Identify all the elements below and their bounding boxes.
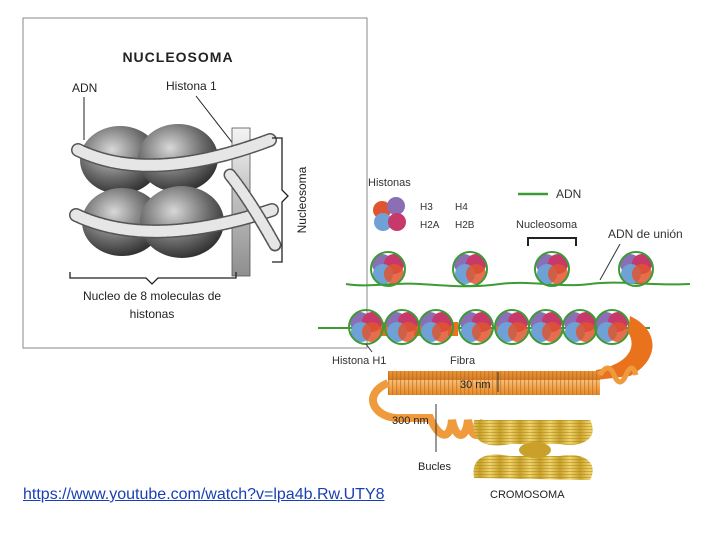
caption-line-2: histonas — [130, 307, 175, 321]
fiber-transition — [596, 316, 653, 380]
chromosome — [473, 420, 593, 480]
label-adn-left: ADN — [72, 81, 97, 95]
youtube-link[interactable]: https://www.youtube.com/watch?v=lpa4b.Rw… — [23, 486, 385, 503]
chromatin-panel: Histonas H3 H4 H2A H2B ADN Nucleosoma AD… — [318, 177, 691, 501]
nucleosome-title: NUCLEOSOMA — [122, 49, 233, 65]
nucleosome-bead-row — [370, 251, 654, 287]
label-h2a: H2A — [420, 220, 440, 231]
pointer-histona — [195, 95, 239, 151]
legend-title-histonas: Histonas — [368, 177, 411, 189]
pointer-h1 — [365, 343, 373, 353]
octamer-bracket — [69, 272, 237, 285]
nucleosome-bead — [618, 251, 654, 287]
label-nucleosoma-vertical: Nucleosoma — [295, 166, 309, 233]
h1-nucleosome-row — [348, 309, 630, 345]
nucleosome-panel: NUCLEOSOMA ADN Histona 1 Nucleosoma Nucl… — [22, 17, 368, 349]
label-bucles: Bucles — [418, 461, 452, 473]
label-adn-right: ADN — [556, 187, 581, 201]
label-h4: H4 — [455, 202, 468, 213]
nucleosome-bead — [370, 251, 406, 287]
nucleosome-bead — [534, 251, 570, 287]
nucleosome-bead — [452, 251, 488, 287]
label-histona-1: Histona 1 — [166, 79, 217, 93]
fiber-coil-end — [597, 365, 639, 385]
label-fibra: Fibra — [450, 355, 476, 367]
nucleosome-bracket — [272, 137, 289, 263]
label-h3: H3 — [420, 202, 433, 213]
label-cromosoma: CROMOSOMA — [490, 489, 565, 501]
dna-wrap — [69, 133, 282, 252]
label-nucleosoma-right: Nucleosoma — [516, 219, 578, 231]
fiber-30nm — [388, 371, 600, 395]
label-300nm: 300 nm — [392, 415, 429, 427]
label-adn-de-union: ADN de unión — [608, 227, 683, 241]
nucleosoma-bracket-right — [527, 237, 577, 246]
label-30nm: 30 nm — [460, 379, 491, 391]
histone-legend-icon — [373, 197, 406, 231]
label-histona-h1: Histona H1 — [332, 355, 386, 367]
fiber-loops — [369, 379, 488, 439]
caption-line-1: Nucleo de 8 moleculas de — [83, 289, 221, 303]
pointer-adn-union — [599, 243, 621, 281]
label-h2b: H2B — [455, 220, 475, 231]
